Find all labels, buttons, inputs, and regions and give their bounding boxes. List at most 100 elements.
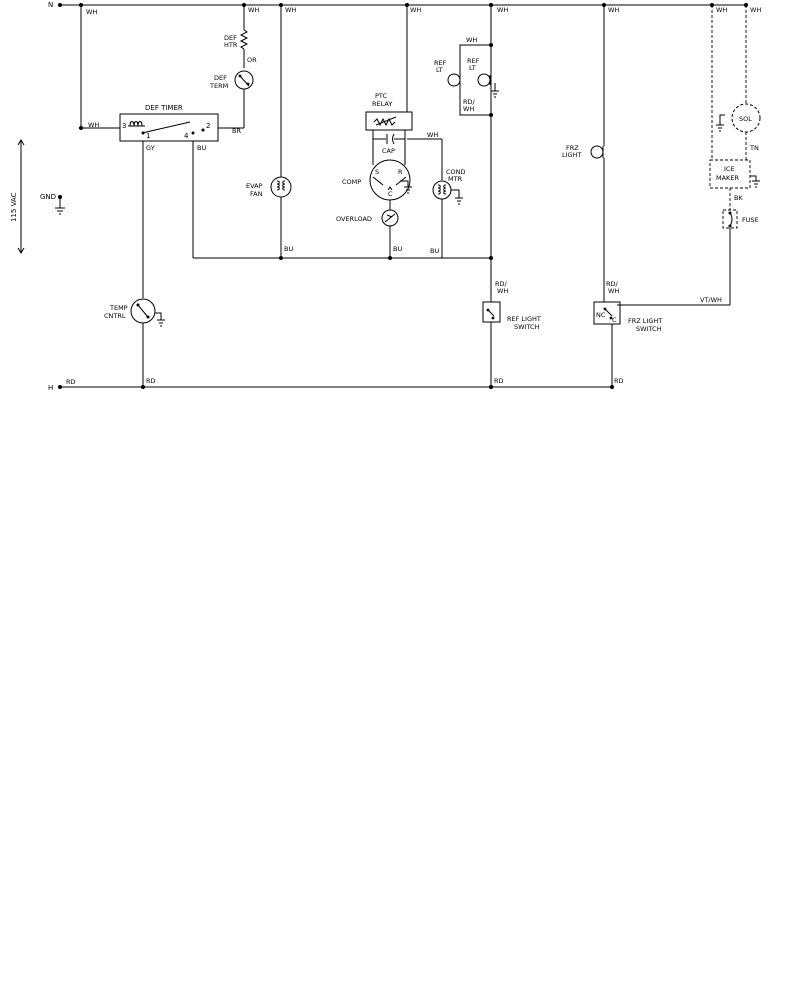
svg-text:TEMP: TEMP xyxy=(109,304,128,312)
svg-text:RD: RD xyxy=(494,377,504,385)
svg-text:BU: BU xyxy=(393,245,402,253)
cap-plate-b xyxy=(392,133,395,145)
svg-text:RD: RD xyxy=(146,377,156,385)
ref-lamp-2 xyxy=(477,73,491,87)
svg-text:RD/: RD/ xyxy=(606,280,619,288)
svg-text:MAKER: MAKER xyxy=(716,174,739,182)
svg-text:C: C xyxy=(612,316,617,324)
svg-text:SWITCH: SWITCH xyxy=(514,323,540,331)
svg-text:RELAY: RELAY xyxy=(372,100,392,108)
svg-text:BU: BU xyxy=(197,144,206,152)
temp-control: TEMP CNTRL RD xyxy=(104,298,165,389)
svg-text:REF: REF xyxy=(467,57,480,65)
evap-fan-motor xyxy=(270,176,292,198)
svg-text:REF: REF xyxy=(434,59,447,67)
svg-text:DEF: DEF xyxy=(224,34,237,42)
ref-lamp-1 xyxy=(447,73,461,87)
svg-text:SOL: SOL xyxy=(739,115,752,123)
svg-text:WH: WH xyxy=(463,105,474,113)
svg-text:FRZ: FRZ xyxy=(566,144,579,152)
svg-text:OR: OR xyxy=(247,56,257,64)
svg-text:WH: WH xyxy=(410,6,421,14)
svg-text:4: 4 xyxy=(184,132,189,140)
svg-text:VT/WH: VT/WH xyxy=(700,296,722,304)
svg-text:EVAP: EVAP xyxy=(246,182,263,190)
svg-text:WH: WH xyxy=(86,8,97,16)
svg-text:1: 1 xyxy=(146,132,150,140)
svg-text:COMP: COMP xyxy=(342,178,361,186)
svg-text:C: C xyxy=(388,190,393,198)
frz-lamp xyxy=(590,145,604,159)
svg-text:FAN: FAN xyxy=(250,190,263,198)
voltage-label: 115 VAC xyxy=(10,192,18,222)
svg-text:WH: WH xyxy=(466,36,477,44)
svg-text:COND: COND xyxy=(446,168,466,176)
svg-text:REF LIGHT: REF LIGHT xyxy=(507,315,541,323)
svg-text:WH: WH xyxy=(285,6,296,14)
svg-text:DEF: DEF xyxy=(214,74,227,82)
ice-maker-branch: SOL TN ICE MAKER BK FUSE xyxy=(709,5,761,305)
ref-light-switch-box xyxy=(482,301,501,323)
svg-text:TERM: TERM xyxy=(209,82,228,90)
svg-text:R: R xyxy=(398,168,403,176)
ref-light-branch: WH RD/ WH REF LT REF LT RD/ WH REF LIGHT… xyxy=(434,5,541,389)
svg-text:RD/: RD/ xyxy=(495,280,508,288)
svg-text:3: 3 xyxy=(122,122,126,130)
svg-text:SWITCH: SWITCH xyxy=(636,325,662,333)
svg-text:2: 2 xyxy=(206,122,210,130)
def-timer-label: DEF TIMER xyxy=(145,104,183,112)
svg-text:WH: WH xyxy=(497,6,508,14)
svg-text:WH: WH xyxy=(750,6,761,14)
frz-light-branch: FRZ LIGHT RD/ WH NC C FRZ LIGHT SWITCH V… xyxy=(562,5,730,389)
svg-text:LIGHT: LIGHT xyxy=(562,151,581,159)
svg-text:S: S xyxy=(375,168,379,176)
svg-text:WH: WH xyxy=(497,287,508,295)
neutral-rail: N xyxy=(48,1,746,9)
neutral-label: N xyxy=(48,1,53,9)
svg-text:ICE: ICE xyxy=(724,165,735,173)
svg-text:RD/: RD/ xyxy=(463,98,476,106)
svg-text:BR: BR xyxy=(232,127,241,135)
svg-text:LT: LT xyxy=(469,64,476,72)
def-htr-resistor xyxy=(239,29,249,50)
svg-text:WH: WH xyxy=(608,6,619,14)
svg-text:LT: LT xyxy=(436,66,443,74)
timer-motor-coil xyxy=(129,121,143,127)
defrost-timer: WH DEF TIMER 3 1 4 2 GY BU xyxy=(79,5,219,298)
svg-text:BU: BU xyxy=(284,245,293,253)
svg-text:WH: WH xyxy=(716,6,727,14)
svg-text:CNTRL: CNTRL xyxy=(104,312,126,320)
defrost-heater-branch: DEF HTR OR DEF TERM BR xyxy=(209,5,257,135)
voltage-indicator: 115 VAC xyxy=(10,139,25,254)
svg-text:GY: GY xyxy=(146,144,155,152)
svg-text:FUSE: FUSE xyxy=(742,216,759,224)
svg-text:RD: RD xyxy=(66,378,76,386)
svg-text:PTC: PTC xyxy=(375,92,388,100)
svg-text:TN: TN xyxy=(749,144,759,152)
frz-light-switch-box xyxy=(593,301,621,325)
cond-fan-motor xyxy=(432,180,452,200)
ptc-relay-box xyxy=(365,111,413,131)
svg-text:OVERLOAD: OVERLOAD xyxy=(336,215,372,223)
fuse-box xyxy=(722,209,738,229)
svg-text:NC: NC xyxy=(596,311,606,319)
svg-text:WH: WH xyxy=(427,131,438,139)
evap-fan-branch: EVAP FAN xyxy=(246,5,292,258)
ground-terminal: GND xyxy=(40,193,65,215)
blue-return-bus: BU BU BU xyxy=(193,245,493,260)
svg-text:BU: BU xyxy=(430,247,439,255)
svg-text:MTR: MTR xyxy=(448,175,463,183)
hot-label: H xyxy=(48,384,53,392)
svg-text:WH: WH xyxy=(608,287,619,295)
compressor-circuit: PTC RELAY CAP WH S R C COMP OVERLOAD CON… xyxy=(336,5,466,258)
svg-text:WH: WH xyxy=(88,121,99,129)
hot-rail: H RD xyxy=(48,378,612,392)
svg-text:FRZ LIGHT: FRZ LIGHT xyxy=(628,317,662,325)
svg-text:BK: BK xyxy=(734,194,743,202)
svg-text:RD: RD xyxy=(614,377,624,385)
svg-text:HTR: HTR xyxy=(224,41,238,49)
svg-text:CAP: CAP xyxy=(382,147,395,155)
svg-text:WH: WH xyxy=(248,6,259,14)
gnd-label: GND xyxy=(40,193,56,201)
